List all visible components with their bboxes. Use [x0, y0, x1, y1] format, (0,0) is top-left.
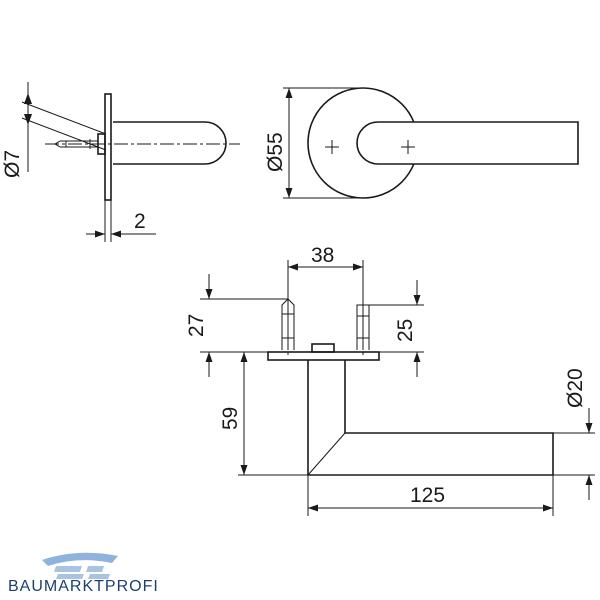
dim-label-59: 59: [219, 407, 242, 430]
bottom-spindle-boss: [311, 343, 335, 353]
bend-line: [307, 432, 346, 476]
dim-label-d20: Ø20: [564, 368, 587, 408]
side-lever-profile: [113, 121, 227, 165]
dim-label-38: 38: [311, 244, 334, 267]
arrow-head: [24, 114, 32, 125]
leader-line: [21, 101, 107, 135]
side-view: Ø7 2: [1, 82, 240, 242]
dim-label-d55: Ø55: [264, 132, 287, 172]
dim-label-27: 27: [185, 314, 208, 337]
brand-name: BAUMARKTPROFI: [8, 578, 159, 595]
bottom-lever: [307, 360, 554, 476]
leader-line: [21, 117, 107, 151]
dim-label-thickness: 2: [134, 210, 146, 233]
bottom-rose-plate: [267, 351, 380, 361]
side-rose-plate: [104, 93, 112, 201]
screw-mark: [401, 140, 415, 154]
front-view: Ø55: [264, 87, 579, 199]
dim-label-25: 25: [394, 319, 417, 342]
brand-logo-icon: [42, 552, 118, 579]
dim-label-d7: Ø7: [1, 150, 24, 178]
dim-label-125: 125: [410, 484, 445, 507]
bottom-view: 38 27 25 59 Ø20 125: [185, 244, 595, 516]
front-lever: [356, 121, 579, 165]
arrow-head: [24, 93, 32, 104]
screw-mark: [325, 140, 339, 154]
